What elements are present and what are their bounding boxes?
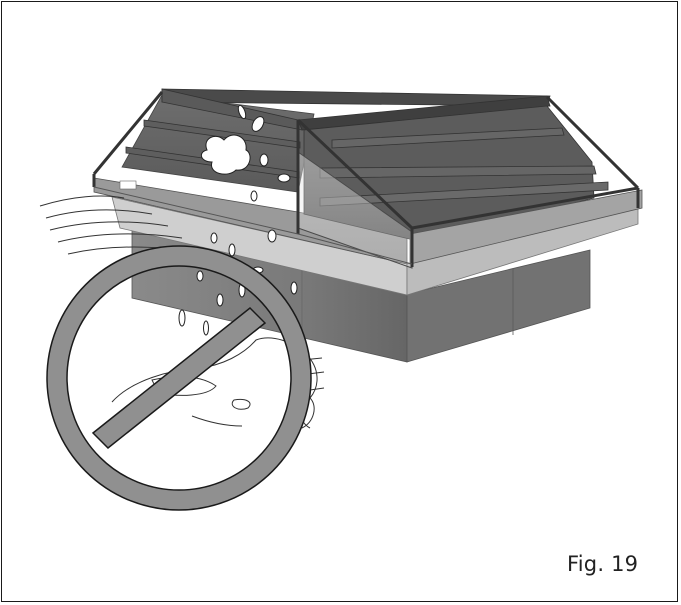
display-counter [92,88,643,363]
right-frame [296,95,640,267]
counter-canopy [161,88,551,131]
right-shelves [319,127,609,207]
figure-caption: Fig. 19 [567,552,639,576]
left-frame [92,91,164,187]
price-tag [119,180,137,190]
front-rail [93,186,413,265]
water-splash [178,104,298,336]
prohibition-sign [46,245,312,511]
